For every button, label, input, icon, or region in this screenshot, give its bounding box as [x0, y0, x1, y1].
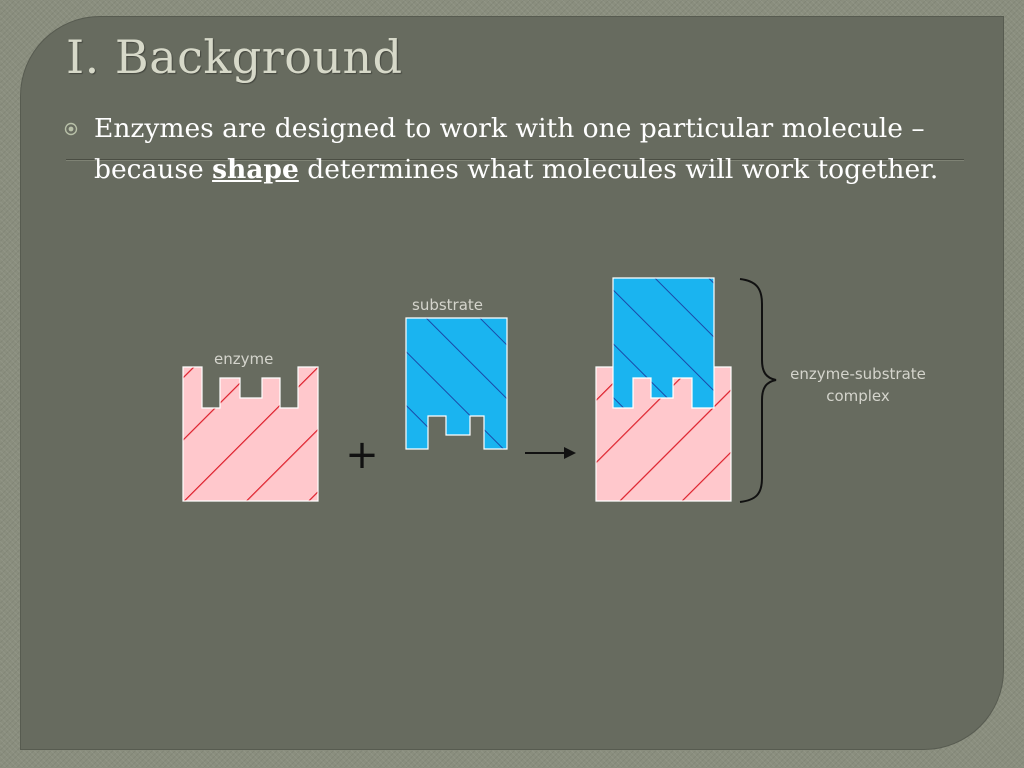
substrate-shape	[405, 317, 508, 450]
complex-label-line2: complex	[826, 387, 890, 405]
slide-title: I. Background	[66, 30, 403, 84]
bullet-emphasis: shape	[212, 154, 299, 185]
curly-brace-icon	[739, 278, 777, 503]
substrate-label: substrate	[412, 296, 483, 314]
reaction-arrow-icon	[525, 447, 576, 459]
circle-bullet-icon	[64, 122, 78, 136]
plus-sign: +	[345, 432, 379, 478]
bullet-text-part2: determines what molecules will work toge…	[298, 154, 939, 185]
bullet-text-part1: Enzymes are designed to work with one pa…	[94, 113, 925, 185]
title-divider	[66, 159, 964, 161]
enzyme-shape	[182, 366, 319, 502]
complex-label-line1: enzyme-substrate	[790, 365, 926, 383]
enzyme-label: enzyme	[214, 350, 273, 368]
complex-substrate-shape	[612, 277, 715, 409]
bullet-text: Enzymes are designed to work with one pa…	[94, 108, 974, 190]
